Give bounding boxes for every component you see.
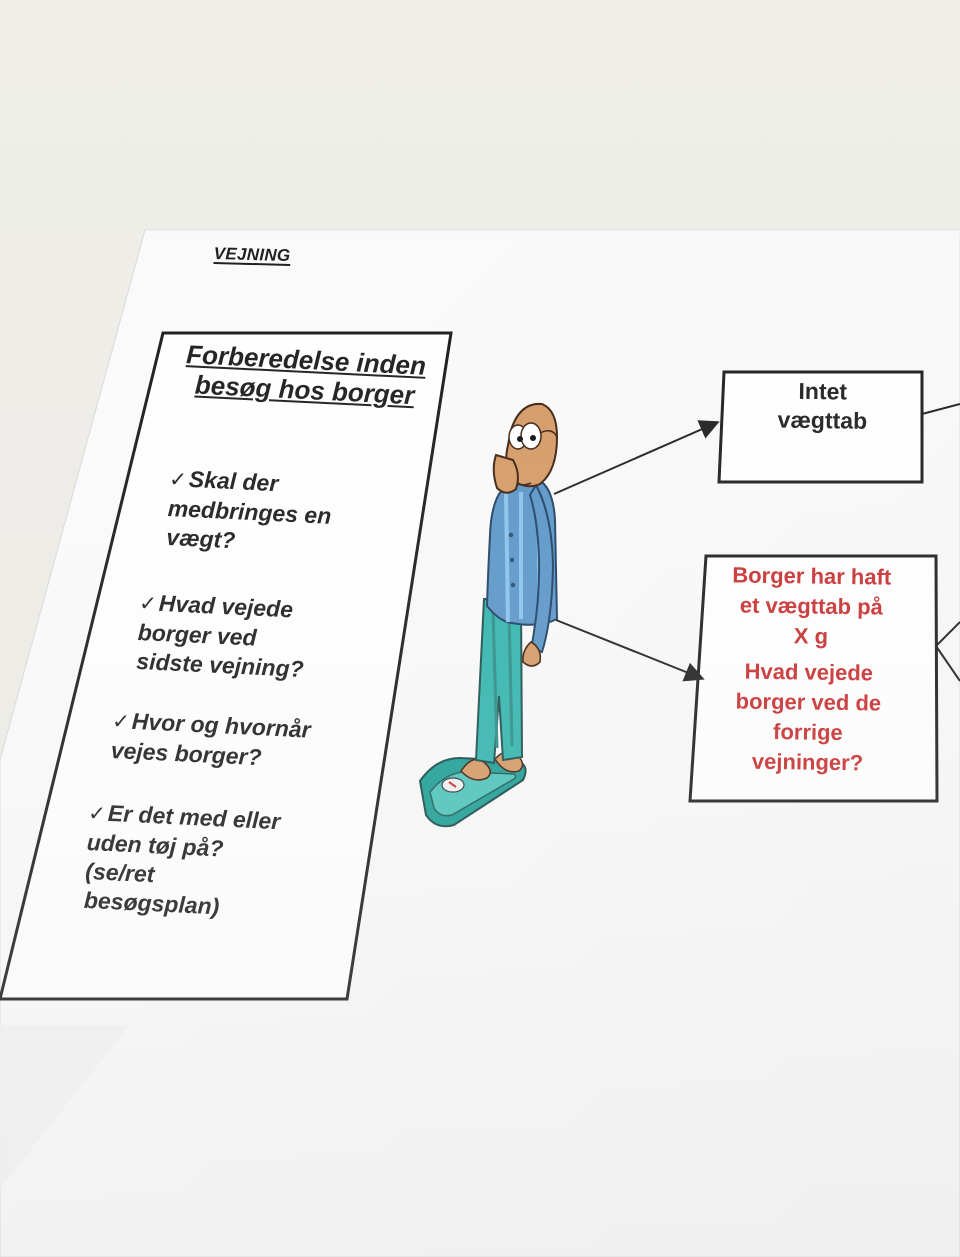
check-icon: ✓ [87, 801, 107, 826]
checklist-item-2-line-2: borger ved [137, 618, 258, 651]
checklist-item-2-line-3: sidste vejning? [135, 647, 305, 683]
checklist-item-4-line-3: (se/ret [84, 857, 156, 888]
checklist-item-1: ✓Skal der medbringes en vægt? [166, 464, 334, 560]
check-icon: ✓ [111, 709, 131, 734]
checklist-item-4-line-2: uden tøj på? [86, 828, 225, 862]
weightloss-question: Hvad vejede borger ved de forrige vejnin… [697, 656, 919, 779]
weightloss-statement: Borger har haft et vægttab på X g [701, 560, 922, 653]
preparation-title-text: Forberedelse inden besøg hos borger [185, 339, 427, 411]
checklist-item-2: ✓Hvad vejede borger ved sidste vejning? [136, 588, 308, 684]
weightloss-line-1: Borger har haft [732, 562, 892, 590]
checklist-item-2-line-1: Hvad vejede [158, 589, 294, 623]
checklist-item-1-line-2: medbringes en [167, 494, 332, 529]
weightloss-line-3: X g [793, 623, 829, 649]
weightloss-question-line-2: borger ved de [735, 688, 882, 716]
no-weightloss-line-1: Intet [798, 377, 848, 405]
weightloss-question-line-3: forrige [772, 719, 843, 746]
weightloss-question-line-1: Hvad vejede [744, 658, 874, 686]
no-weightloss-line-2: vægttab [777, 406, 868, 434]
checklist-item-4-line-4: besøgsplan) [83, 886, 220, 920]
checklist-item-3-line-2: vejes borger? [110, 736, 263, 771]
checklist-item-1-line-1: Skal der [188, 465, 279, 497]
check-icon: ✓ [168, 467, 188, 492]
weightloss-question-line-4: vejninger? [751, 748, 864, 776]
check-icon: ✓ [138, 591, 158, 616]
weightloss-line-2: et vægttab på [739, 592, 884, 620]
no-weightloss-text: Intet vægttab [737, 376, 908, 436]
checklist-item-3: ✓Hvor og hvornår vejes borger? [110, 706, 311, 775]
checklist-item-4: ✓Er det med eller uden tøj på? (se/ret b… [83, 798, 281, 924]
document-title: VEJNING [213, 244, 291, 266]
checklist-item-1-line-3: vægt? [165, 523, 236, 554]
